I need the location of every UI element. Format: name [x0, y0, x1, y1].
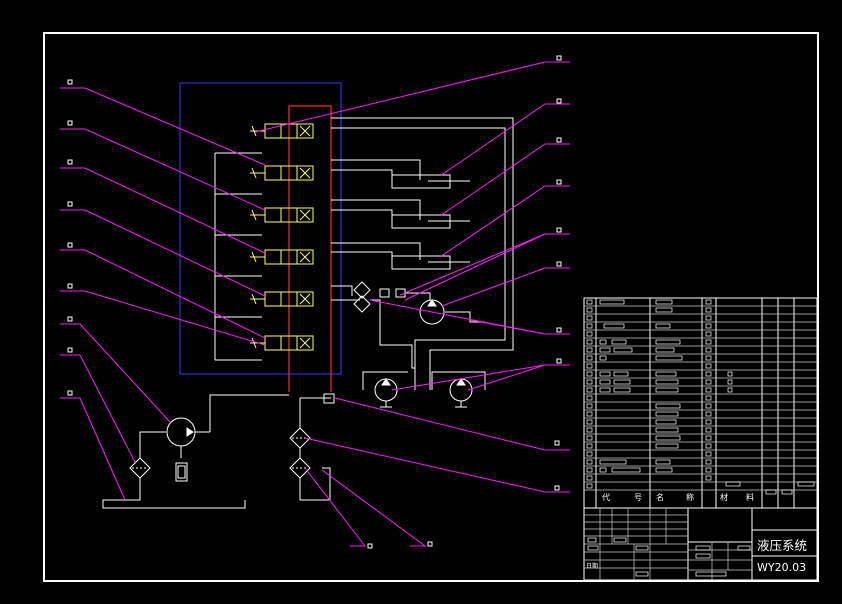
drawing-number: WY20.03	[757, 561, 806, 574]
directional-valves	[250, 123, 314, 351]
directional-valve-icon-4	[250, 249, 314, 265]
cylinder-icon-3	[391, 255, 470, 270]
directional-valve-icon-2	[250, 165, 314, 181]
filter-icon-suction	[129, 457, 151, 479]
bom-header-code: 代	[602, 492, 610, 502]
bom-header-name: 名	[656, 492, 664, 502]
cylinder-icon-1	[391, 174, 470, 189]
pump-icon	[166, 417, 196, 482]
motor-icon-lower-left	[374, 378, 398, 408]
directional-valve-icon-3	[250, 207, 314, 223]
title-block	[583, 507, 818, 581]
bom-header: 代 号 名 称 材 料	[602, 492, 754, 502]
pressure-line	[288, 105, 332, 392]
relief-valve-icon	[323, 393, 335, 404]
directional-valve-icon-5	[250, 291, 314, 307]
bom-header-name2: 称	[686, 492, 694, 502]
filter-icon-return-2	[289, 457, 311, 479]
hydraulic-cylinders	[391, 174, 470, 270]
bom-header-code2: 号	[634, 493, 642, 502]
callout-leaders	[60, 61, 570, 547]
drawing-title: 液压系统	[757, 538, 807, 553]
callout-markers	[67, 55, 562, 549]
motor-icon-lower-right	[449, 378, 473, 408]
motor-icon-upper	[419, 299, 445, 325]
bill-of-materials	[583, 297, 818, 509]
drawing-frame	[43, 32, 819, 582]
bom-header-material2: 料	[746, 492, 754, 502]
bom-header-material: 材	[720, 492, 728, 502]
cylinder-icon-2	[391, 214, 470, 229]
approval-label: 日期	[586, 562, 598, 570]
hydraulic-lines	[102, 117, 514, 509]
valve-block-outline	[179, 82, 342, 375]
